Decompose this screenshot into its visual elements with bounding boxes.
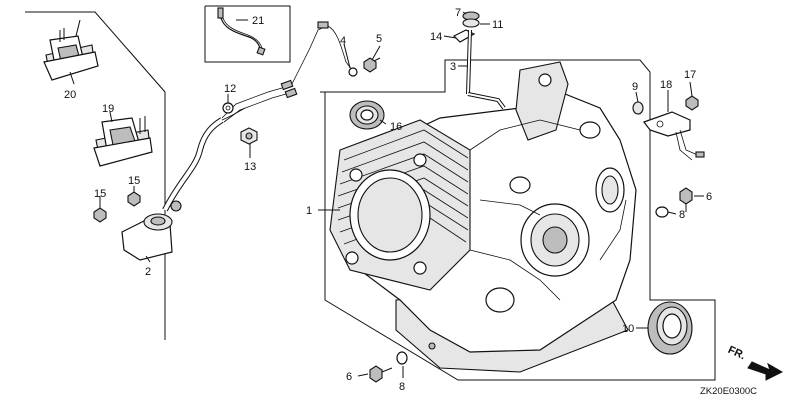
callout-17: 17 [684,69,696,81]
front-direction-indicator: FR. [726,344,784,381]
right-side-parts [632,95,705,161]
drawing-code: ZK20E0300C [700,386,757,397]
callout-15a: 15 [94,188,106,200]
leader-lines [69,11,704,378]
callout-3: 3 [450,61,456,73]
callout-6a: 6 [706,191,712,203]
drain-bolts [369,187,693,383]
engine-mount-upper [43,28,99,81]
callout-16: 16 [390,121,402,133]
governor-arm-part [452,11,506,110]
callout-5: 5 [376,33,382,45]
fr-label: FR. [726,344,747,362]
callout-18: 18 [660,79,672,91]
callout-9: 9 [632,81,638,93]
callout-7: 7 [455,7,461,19]
callout-2: 2 [145,266,151,278]
callout-13: 13 [244,161,256,173]
breather-tube-part [217,7,266,56]
callout-10: 10 [622,323,634,335]
callout-4: 4 [340,35,346,47]
callout-12: 12 [224,83,236,95]
callout-1: 1 [306,205,312,217]
oil-seal-small [349,100,385,130]
callout-21: 21 [252,15,264,27]
callout-8a: 8 [679,209,685,221]
front-arrow-icon [747,361,784,381]
main-oil-seal [647,301,693,355]
callout-11: 11 [492,19,503,31]
callout-8b: 8 [399,381,405,393]
callout-6b: 6 [346,371,352,383]
callout-20: 20 [64,89,76,101]
engine-mount-lower [93,116,153,167]
callout-numbers: 20 19 15 15 2 12 13 21 4 5 3 14 7 11 16 … [64,7,712,393]
callout-14: 14 [430,31,442,43]
callout-19: 19 [102,103,114,115]
oil-level-switch-part [121,21,358,261]
crankcase-body [329,61,637,373]
callout-15b: 15 [128,175,140,187]
